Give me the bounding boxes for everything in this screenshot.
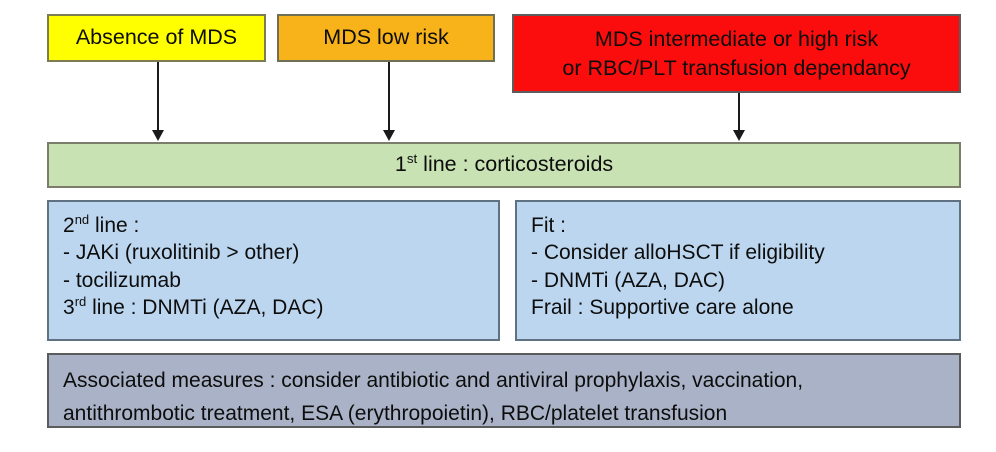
arrow-high-risk-to-first-line-shaft <box>738 93 740 130</box>
fit-heading: Fit : <box>531 214 566 237</box>
first-line-ordinal-suffix: st <box>406 151 418 167</box>
first-line-rest: line : corticosteroids <box>417 152 614 177</box>
node-first-line-corticosteroids[interactable]: 1st line : corticosteroids <box>47 142 961 188</box>
fit-item-dnmti: - DNMTi (AZA, DAC) <box>531 268 726 292</box>
associated-measures-line-1: Associated measures : consider antibioti… <box>63 369 804 392</box>
third-line-heading: 3rd line : DNMTi (AZA, DAC) <box>63 294 484 321</box>
node-mds-low-risk[interactable]: MDS low risk <box>277 14 495 62</box>
arrow-absence-to-first-line-shaft <box>157 62 159 130</box>
second-line-ordinal-suffix: nd <box>74 212 90 227</box>
node-mds-intermediate-high-risk[interactable]: MDS intermediate or high risk or RBC/PLT… <box>512 14 961 93</box>
arrow-high-risk-to-first-line-head <box>733 130 745 141</box>
arrow-absence-to-first-line-head <box>152 130 164 141</box>
second-line-item-tocilizumab: - tocilizumab <box>63 268 181 292</box>
second-line-heading-rest: line : <box>89 214 140 237</box>
first-line-ordinal-number: 1 <box>394 152 407 177</box>
third-line-ordinal-number: 3 <box>63 295 75 319</box>
first-line-text: 1st line : corticosteroids <box>395 152 613 177</box>
node-fit-frail-options[interactable]: Fit : - Consider alloHSCT if eligibility… <box>515 200 961 341</box>
frail-supportive-care: Frail : Supportive care alone <box>531 295 794 319</box>
node-mds-low-risk-label: MDS low risk <box>323 25 449 50</box>
associated-measures-line-2: antithrombotic treatment, ESA (erythropo… <box>63 401 728 425</box>
node-absence-of-mds-label: Absence of MDS <box>75 25 238 50</box>
third-line-ordinal-suffix: rd <box>74 293 87 309</box>
fit-item-allohsct: - Consider alloHSCT if eligibility <box>531 241 825 265</box>
third-line-heading-rest: line : DNMTi (AZA, DAC) <box>86 295 324 319</box>
second-line-ordinal-number: 2 <box>63 214 75 237</box>
second-line-item-jaki: - JAKi (ruxolitinib > other) <box>63 241 300 265</box>
node-mds-intermediate-high-risk-line-2: or RBC/PLT transfusion dependancy <box>562 55 911 80</box>
arrow-low-risk-to-first-line-head <box>383 130 395 141</box>
node-absence-of-mds[interactable]: Absence of MDS <box>47 14 266 62</box>
node-second-and-third-line[interactable]: 2nd line : - JAKi (ruxolitinib > other) … <box>47 200 500 341</box>
arrow-low-risk-to-first-line-shaft <box>388 62 390 130</box>
node-mds-intermediate-high-risk-line-1: MDS intermediate or high risk <box>594 27 879 52</box>
node-associated-measures[interactable]: Associated measures : consider antibioti… <box>47 353 961 428</box>
second-line-heading: 2nd line : <box>63 212 484 239</box>
